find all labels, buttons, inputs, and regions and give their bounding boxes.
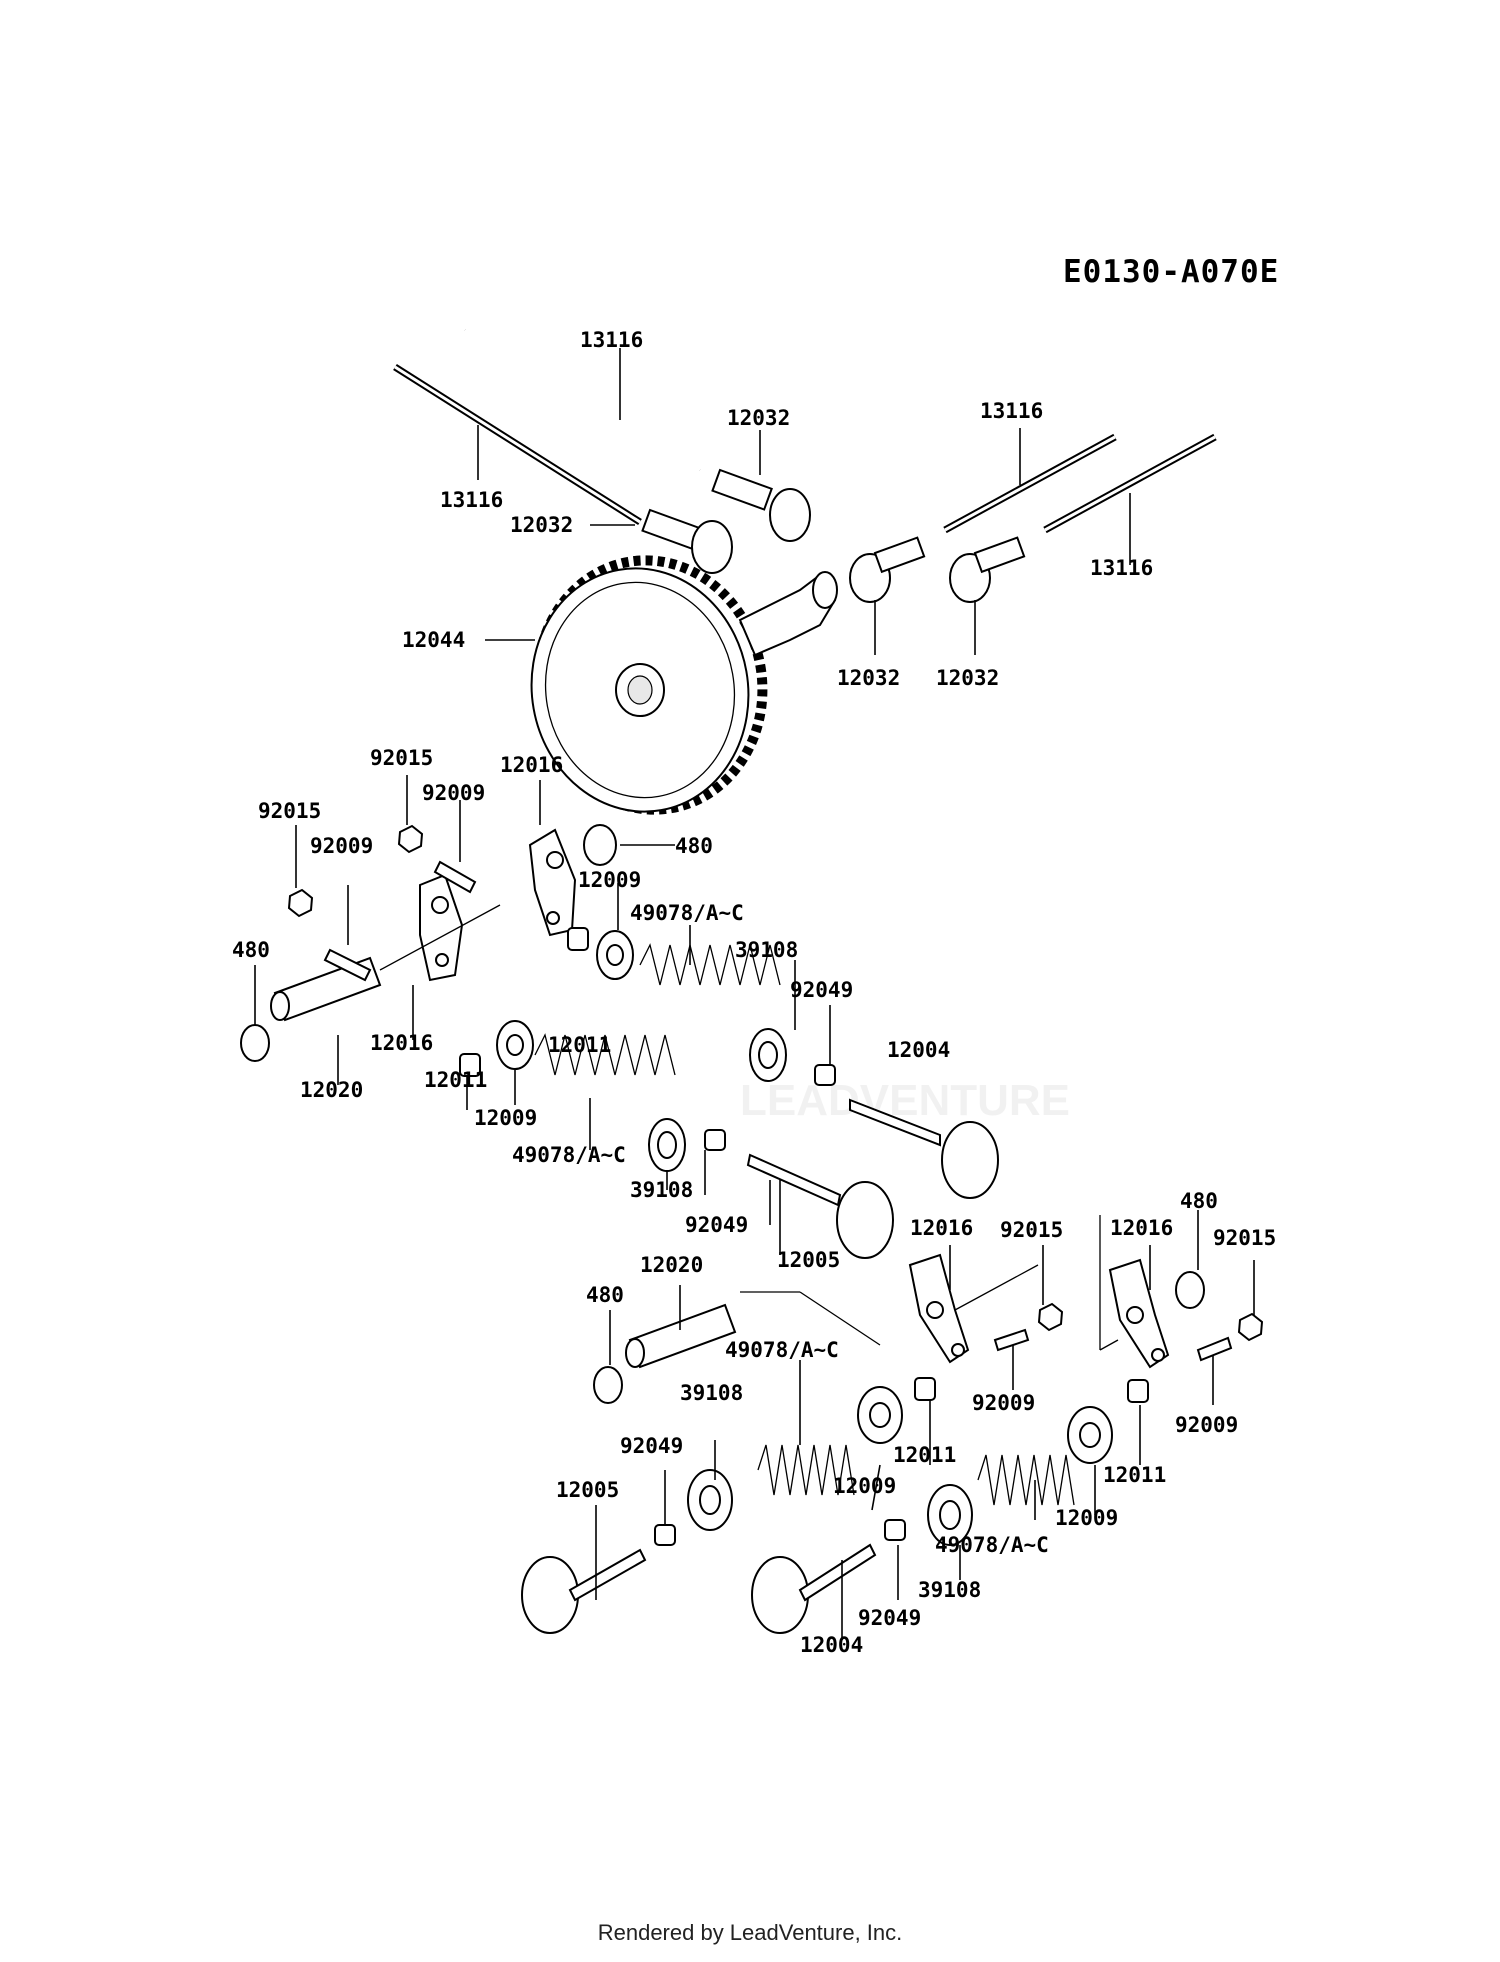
part-label: 480 bbox=[586, 1283, 624, 1307]
watermark-text: LEADVENTURE bbox=[740, 1076, 1070, 1125]
intake-valve bbox=[521, 1548, 647, 1634]
part-label: 39108 bbox=[735, 938, 798, 962]
part-label: 49078/A~C bbox=[725, 1338, 839, 1362]
footer-credit: Rendered by LeadVenture, Inc. bbox=[597, 1920, 903, 1945]
part-label: 92015 bbox=[370, 746, 433, 770]
part-labels: 13116 13116 13116 13116 12032 12032 1203… bbox=[232, 328, 1276, 1657]
leader-lines bbox=[254, 348, 1255, 1640]
rocker-arm bbox=[419, 873, 464, 982]
part-label: 12020 bbox=[300, 1078, 363, 1102]
circlip bbox=[593, 1271, 1205, 1404]
part-label: 12009 bbox=[833, 1474, 896, 1498]
tappet bbox=[711, 468, 811, 542]
part-label: 13116 bbox=[980, 399, 1043, 423]
tappet bbox=[849, 536, 926, 603]
part-label: 49078/A~C bbox=[512, 1143, 626, 1167]
part-label: 13116 bbox=[440, 488, 503, 512]
rocker-bracket-lines bbox=[954, 1215, 1119, 1351]
part-label: 12009 bbox=[474, 1106, 537, 1130]
part-label: 12032 bbox=[510, 513, 573, 537]
part-label: 12016 bbox=[500, 753, 563, 777]
adjusting-screw bbox=[993, 1328, 1233, 1362]
rocker-arm bbox=[528, 828, 577, 937]
valve-cap bbox=[914, 1377, 1149, 1403]
part-label: 12016 bbox=[910, 1216, 973, 1240]
tappet bbox=[641, 508, 733, 574]
spring-seat bbox=[857, 1386, 1113, 1464]
part-label: 12005 bbox=[777, 1248, 840, 1272]
part-label: 49078/A~C bbox=[935, 1533, 1049, 1557]
nut bbox=[287, 824, 424, 918]
push-rod bbox=[943, 433, 1117, 534]
part-label: 12004 bbox=[800, 1633, 863, 1657]
part-label: 92049 bbox=[790, 978, 853, 1002]
valve-spring bbox=[534, 1033, 676, 1076]
part-label: 480 bbox=[1180, 1189, 1218, 1213]
circlip bbox=[240, 824, 617, 1062]
part-label: 12004 bbox=[887, 1038, 950, 1062]
part-label: 12032 bbox=[837, 666, 900, 690]
part-label: 92009 bbox=[310, 834, 373, 858]
part-label: 12032 bbox=[727, 406, 790, 430]
exhaust-valve bbox=[751, 1543, 877, 1634]
part-label: 12011 bbox=[424, 1068, 487, 1092]
part-label: 12009 bbox=[578, 868, 641, 892]
part-label: 13116 bbox=[580, 328, 643, 352]
part-label: 12011 bbox=[1103, 1463, 1166, 1487]
part-label: 12032 bbox=[936, 666, 999, 690]
valve-keeper bbox=[704, 1064, 836, 1151]
rocker-arm bbox=[1108, 1258, 1170, 1369]
part-label: 92009 bbox=[972, 1391, 1035, 1415]
part-label: 12011 bbox=[548, 1033, 611, 1057]
part-label: 12009 bbox=[1055, 1506, 1118, 1530]
part-label: 12020 bbox=[640, 1253, 703, 1277]
valve-spring bbox=[757, 1444, 855, 1496]
part-label: 12005 bbox=[556, 1478, 619, 1502]
valve-keeper bbox=[654, 1519, 906, 1546]
valve-cap bbox=[459, 927, 589, 1077]
rocker-shaft bbox=[625, 1291, 881, 1369]
part-label: 12016 bbox=[370, 1031, 433, 1055]
part-label: 92015 bbox=[1213, 1226, 1276, 1250]
part-label: 480 bbox=[675, 834, 713, 858]
part-label: 39108 bbox=[680, 1381, 743, 1405]
push-rod bbox=[393, 364, 642, 525]
part-label: 92015 bbox=[1000, 1218, 1063, 1242]
tappet bbox=[949, 536, 1026, 603]
part-label: 480 bbox=[232, 938, 270, 962]
part-label: 12044 bbox=[402, 628, 465, 652]
camshaft-gear bbox=[530, 555, 838, 815]
part-label: 39108 bbox=[918, 1578, 981, 1602]
adjusting-screw bbox=[323, 860, 477, 982]
reference-code: E0130-A070E bbox=[1063, 254, 1279, 290]
part-label: 92049 bbox=[858, 1606, 921, 1630]
part-label: 92009 bbox=[1175, 1413, 1238, 1437]
part-label: 92009 bbox=[422, 781, 485, 805]
spring-retainer bbox=[687, 1469, 973, 1546]
part-label: 12011 bbox=[893, 1443, 956, 1467]
rocker-arm bbox=[908, 1253, 970, 1364]
part-label: 12016 bbox=[1110, 1216, 1173, 1240]
part-label: 92049 bbox=[620, 1434, 683, 1458]
spring-seat bbox=[496, 930, 634, 1070]
valve-spring bbox=[639, 943, 781, 986]
valve-spring bbox=[977, 1454, 1075, 1506]
part-label: 49078/A~C bbox=[630, 901, 744, 925]
nut bbox=[1037, 1302, 1264, 1342]
intake-valve bbox=[746, 1153, 894, 1259]
rocker-shaft bbox=[270, 904, 501, 1022]
part-label: 13116 bbox=[1090, 556, 1153, 580]
exhaust-valve bbox=[849, 1098, 999, 1199]
part-label: 92015 bbox=[258, 799, 321, 823]
part-label: 92049 bbox=[685, 1213, 748, 1237]
push-rod bbox=[464, 328, 701, 472]
spring-retainer bbox=[648, 1028, 787, 1172]
push-rod bbox=[1043, 433, 1217, 534]
part-label: 39108 bbox=[630, 1178, 693, 1202]
